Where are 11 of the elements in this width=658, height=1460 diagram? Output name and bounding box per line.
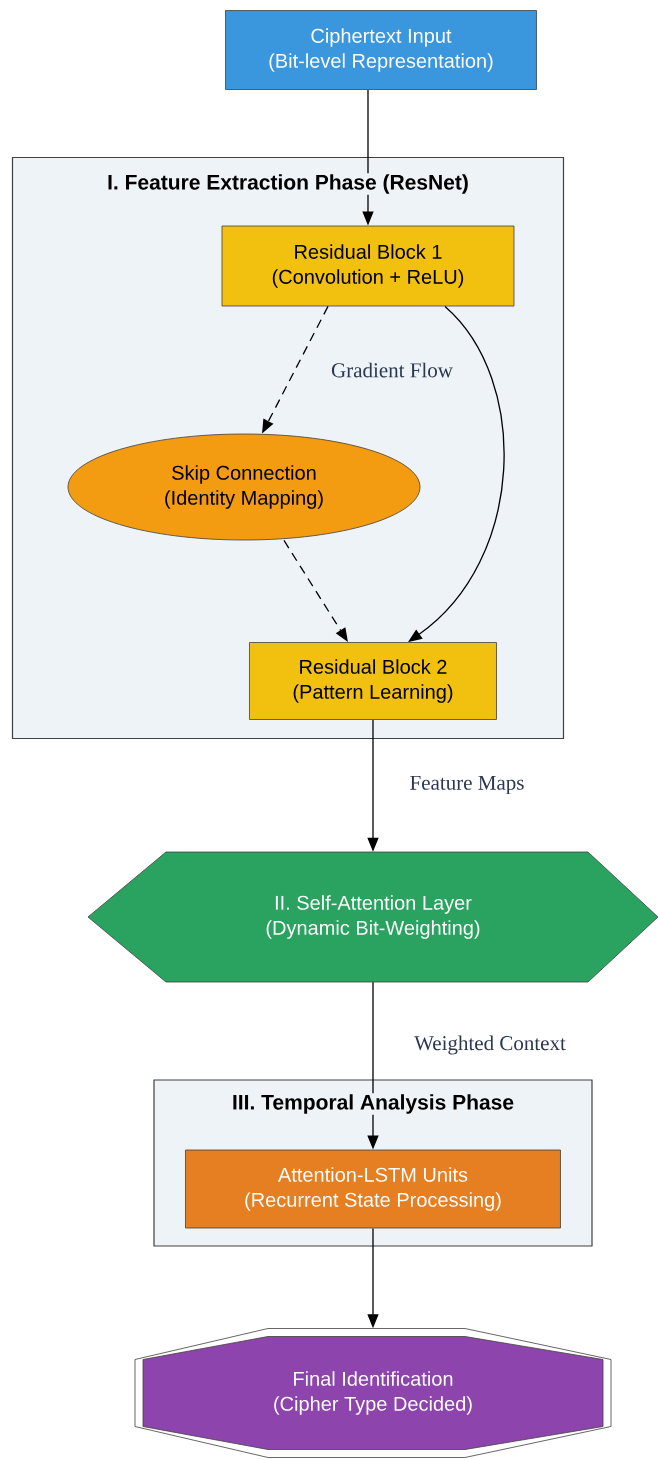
process-box: Residual Block 2 (Pattern Learning) xyxy=(249,642,497,720)
cluster-title: I. Feature Extraction Phase (ResNet) xyxy=(106,173,470,195)
edge-label: Gradient Flow xyxy=(331,362,453,378)
attention-hexagon: II. Self-Attention Layer (Dynamic Bit-Weighting) xyxy=(87,851,658,983)
process-box: Ciphertext Input (Bit-level Representation) xyxy=(225,10,537,90)
output-octagon: Final Identification (Cipher Type Decided) xyxy=(134,1328,612,1458)
process-box: Residual Block 1 (Convolution + ReLU) xyxy=(221,225,515,307)
edge-label: Weighted Context xyxy=(414,1035,566,1055)
process-box: Attention-LSTM Units (Recurrent State Processing) xyxy=(185,1149,561,1229)
edge-label: Feature Maps xyxy=(410,775,524,795)
cluster-title: III. Temporal Analysis Phase xyxy=(230,1093,515,1115)
